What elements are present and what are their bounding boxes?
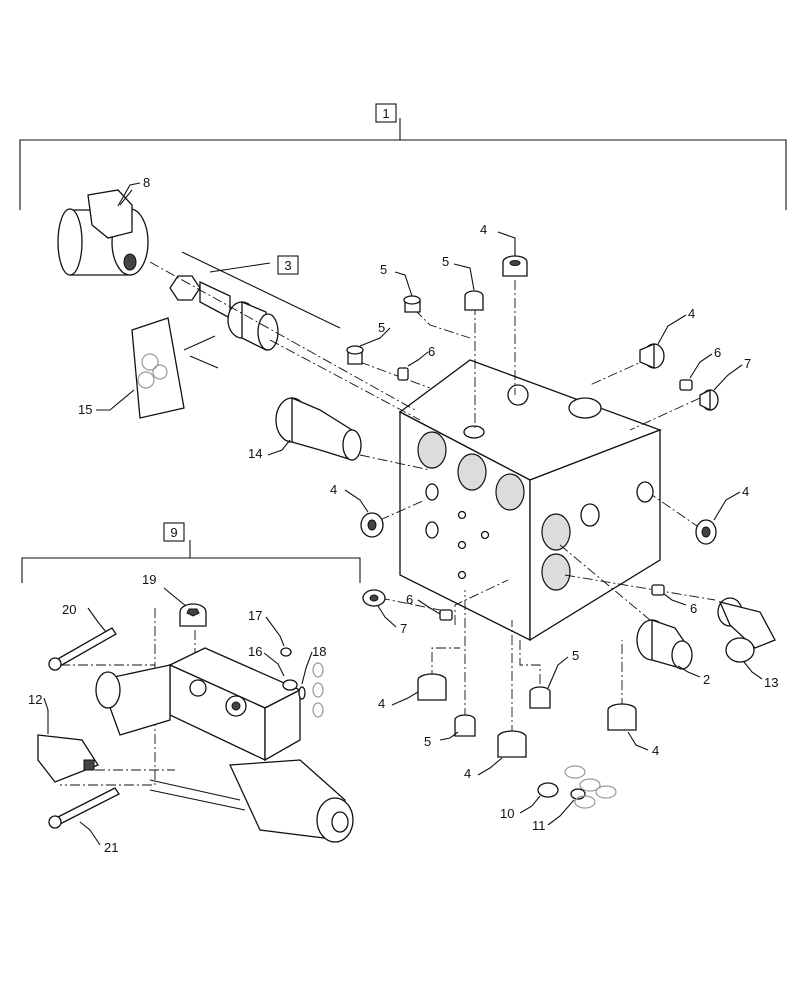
callout-16: 16 bbox=[248, 644, 262, 659]
callout-5-c: 5 bbox=[378, 320, 385, 335]
solenoid-coil bbox=[57, 182, 149, 276]
manifold-block bbox=[398, 359, 662, 642]
callout-4-left: 4 bbox=[330, 482, 337, 497]
elbow-13 bbox=[717, 597, 776, 663]
directional-valve bbox=[95, 647, 354, 843]
callout-12: 12 bbox=[28, 692, 42, 707]
callout-5-bottom-b: 5 bbox=[572, 648, 579, 663]
pin-6-a bbox=[397, 367, 409, 381]
plug-7-a bbox=[699, 388, 719, 412]
plug-4-left bbox=[360, 512, 384, 538]
cartridge-valve: 3 bbox=[169, 251, 341, 352]
callout-5-bottom-a: 5 bbox=[424, 734, 431, 749]
plug-7-b bbox=[362, 589, 386, 607]
bolt-20 bbox=[48, 627, 117, 671]
plug-5-b bbox=[403, 295, 421, 313]
callout-11: 11 bbox=[532, 818, 546, 833]
callout-4-right: 4 bbox=[742, 484, 749, 499]
plug-5-bottom-b bbox=[529, 686, 551, 709]
callout-4-top: 4 bbox=[480, 222, 487, 237]
callout-18: 18 bbox=[312, 644, 326, 659]
o-rings-bottom bbox=[537, 765, 617, 809]
callout-6-a: 6 bbox=[428, 344, 435, 359]
callout-8: 8 bbox=[143, 175, 150, 190]
plug-19 bbox=[179, 603, 207, 627]
callout-1: 1 bbox=[382, 106, 389, 121]
callout-6-c: 6 bbox=[406, 592, 413, 607]
plug-4-bottom-a bbox=[417, 673, 447, 701]
callout-5-b: 5 bbox=[380, 262, 387, 277]
callout-20: 20 bbox=[62, 602, 76, 617]
pin-6-d bbox=[651, 584, 665, 596]
pin-6-b bbox=[679, 379, 693, 391]
callout-4-bottom-b: 4 bbox=[464, 766, 471, 781]
plug-4-bottom-b bbox=[497, 730, 527, 758]
plug-4-top bbox=[502, 255, 528, 277]
assembly-lines bbox=[60, 261, 716, 786]
callout-6-b: 6 bbox=[714, 345, 721, 360]
fitting-2 bbox=[636, 619, 693, 670]
plug-4-right-top bbox=[639, 343, 665, 369]
seal-kit-bag bbox=[96, 317, 219, 419]
callout-4-bottom-c: 4 bbox=[652, 743, 659, 758]
elbow-fitting bbox=[267, 397, 362, 461]
plug-5-a bbox=[464, 290, 484, 311]
callout-7-a: 7 bbox=[744, 356, 751, 371]
assembly-bracket-9: 9 bbox=[21, 522, 361, 583]
callout-2: 2 bbox=[703, 672, 710, 687]
pin-6-c bbox=[439, 609, 453, 621]
callout-4-bottom-a: 4 bbox=[378, 696, 385, 711]
callout-3: 3 bbox=[284, 258, 291, 273]
callout-5-a: 5 bbox=[442, 254, 449, 269]
plug-4-right bbox=[695, 519, 717, 545]
callout-17: 17 bbox=[248, 608, 262, 623]
connector-12 bbox=[37, 734, 99, 783]
callout-labels: 8 4 5 5 5 6 4 6 7 15 14 4 4 7 6 6 2 13 5… bbox=[28, 175, 778, 855]
callout-9: 9 bbox=[170, 525, 177, 540]
assembly-bracket-1: 1 bbox=[19, 103, 787, 210]
plug-5-bottom-a bbox=[454, 714, 476, 737]
callout-13: 13 bbox=[764, 675, 778, 690]
callout-15: 15 bbox=[78, 402, 92, 417]
callout-19: 19 bbox=[142, 572, 156, 587]
leader-lines bbox=[43, 189, 763, 846]
callout-7-b: 7 bbox=[400, 621, 407, 636]
callout-10: 10 bbox=[500, 806, 514, 821]
callout-21: 21 bbox=[104, 840, 118, 855]
bolt-21 bbox=[48, 787, 120, 829]
plug-5-c bbox=[346, 345, 364, 365]
o-rings-valve bbox=[280, 647, 324, 718]
callout-6-d: 6 bbox=[690, 601, 697, 616]
plug-4-bottom-c bbox=[607, 703, 637, 731]
callout-14: 14 bbox=[248, 446, 262, 461]
callout-4-right-top: 4 bbox=[688, 306, 695, 321]
